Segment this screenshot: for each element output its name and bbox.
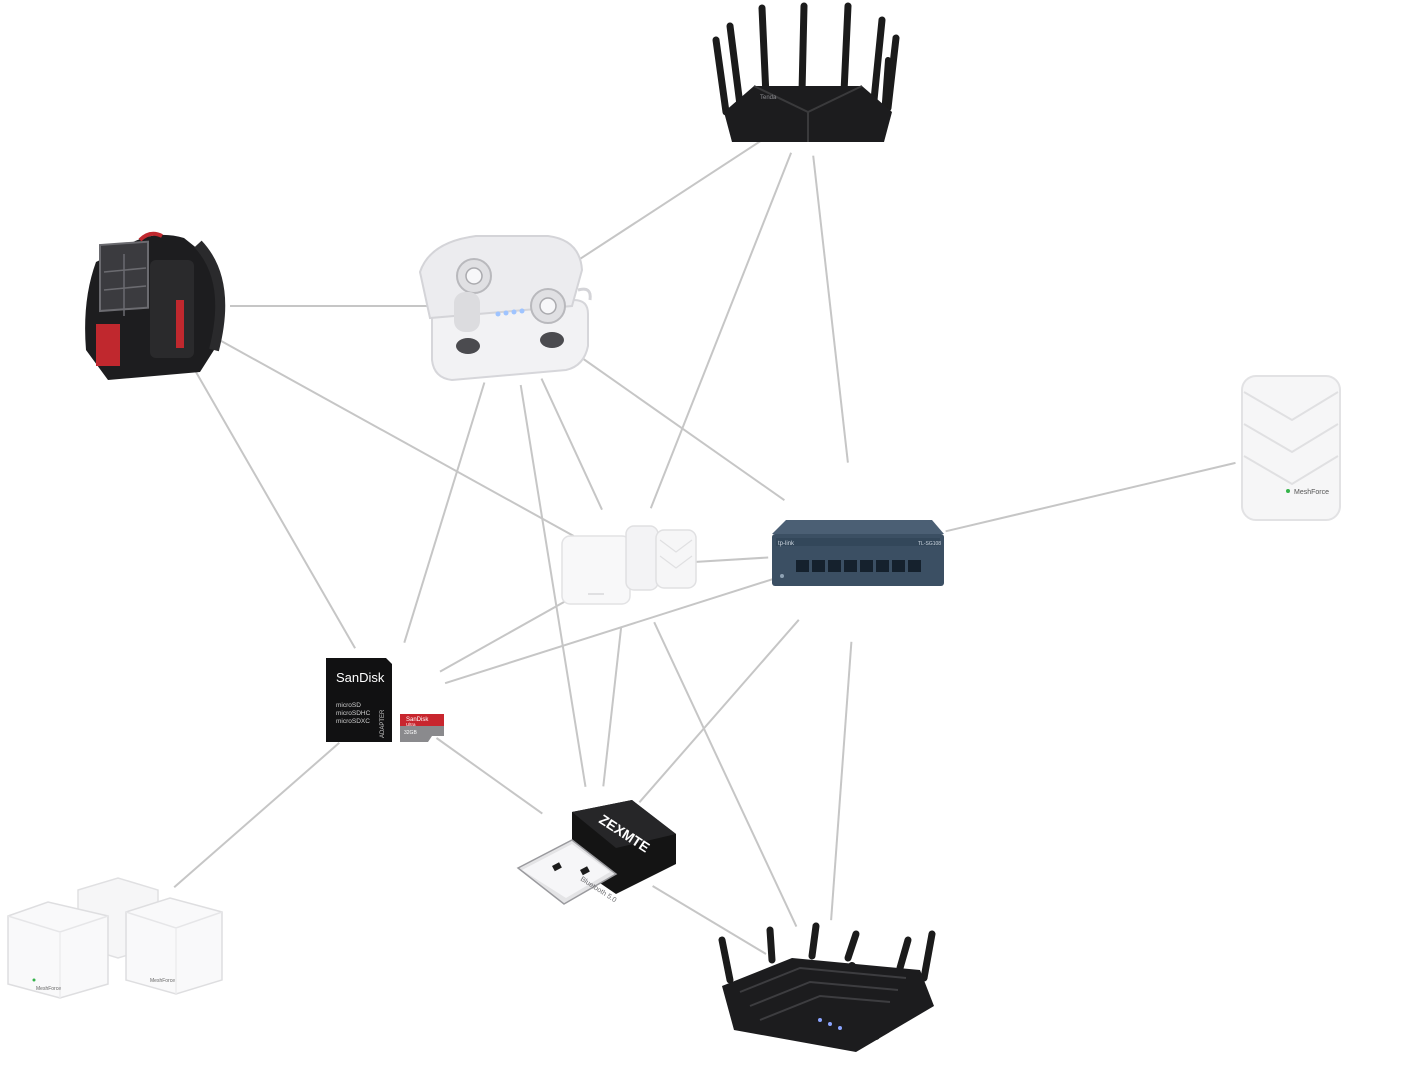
mesh-system-icon [561, 525, 697, 605]
status-led-icon [1286, 489, 1290, 493]
edge-layer [173, 134, 1236, 955]
router-ac-brand: Tenda [760, 95, 777, 101]
edge-earbuds-mesh-small [540, 378, 603, 511]
sd-card-icon: SanDisk microSD microSDHC microSDXC ADAP… [326, 658, 444, 742]
router-ac-node: Tenda [712, 2, 900, 142]
edge-router-ac-switch [812, 155, 849, 463]
network-switch-icon: tp-link TL-SG108 [772, 520, 944, 586]
usb-bluetooth-adapter-icon: ZEXMTE Bluetooth 5.0 [516, 800, 676, 905]
adapter-format-2: microSDHC [336, 710, 371, 717]
edge-bluetooth-router-tplink [652, 885, 767, 955]
router-tplink-node [718, 922, 936, 1052]
switch-brand: tp-link [778, 541, 795, 547]
adapter-brand: SanDisk [336, 670, 385, 685]
edge-backpack-mesh-small [220, 340, 575, 537]
edge-sdcard-mesh-large [173, 742, 340, 889]
mesh-small-node [561, 525, 697, 605]
card-capacity: 32GB [404, 730, 417, 736]
earbuds-node [418, 235, 592, 382]
switch-node: tp-link TL-SG108 [772, 520, 944, 586]
switch-ports [796, 560, 921, 572]
edge-earbuds-switch [572, 351, 785, 502]
bluetooth-node: ZEXMTE Bluetooth 5.0 [516, 800, 676, 905]
edge-switch-bluetooth [638, 619, 800, 803]
mesh-system-icon: MeshForce MeshForce [7, 877, 223, 999]
edge-earbuds-bluetooth [519, 384, 587, 787]
backpack-icon [85, 231, 226, 380]
edge-backpack-sdcard [193, 367, 356, 649]
edge-mesh-small-bluetooth [602, 627, 623, 787]
switch-model: TL-SG108 [918, 541, 941, 547]
card-brand: SanDisk [406, 717, 429, 723]
card-line: Ultra [406, 722, 416, 727]
adapter-side-label: ADAPTER [380, 709, 386, 738]
sdcard-node: SanDisk microSD microSDHC microSDXC ADAP… [326, 658, 444, 742]
mesh-large-brand-1: MeshForce [36, 986, 61, 992]
earbuds-case-icon [418, 235, 592, 382]
mesh-large-node: MeshForce MeshForce [7, 877, 223, 999]
edge-mesh-small-switch [689, 556, 769, 564]
router-icon [718, 922, 936, 1052]
edge-earbuds-sdcard [403, 382, 486, 643]
edge-mesh-small-router-tplink [653, 621, 798, 928]
edge-earbuds-router-ac [574, 134, 771, 264]
backpack-node [85, 231, 226, 380]
edge-meshforce-single-switch [945, 461, 1236, 533]
meshforce-single-label: MeshForce [1294, 489, 1329, 496]
mesh-large-brand-2: MeshForce [150, 978, 175, 984]
edge-switch-router-tplink [830, 641, 853, 921]
edge-sdcard-bluetooth [435, 737, 543, 815]
meshforce-single-node: MeshForce [1241, 375, 1341, 521]
edge-mesh-small-sdcard [439, 595, 575, 673]
adapter-format-1: microSD [336, 702, 361, 709]
edge-router-ac-mesh-small [649, 152, 793, 509]
router-icon: Tenda [712, 2, 900, 142]
mesh-point-icon: MeshForce [1241, 375, 1341, 521]
adapter-format-3: microSDXC [336, 718, 370, 725]
edge-switch-sdcard [444, 578, 773, 685]
